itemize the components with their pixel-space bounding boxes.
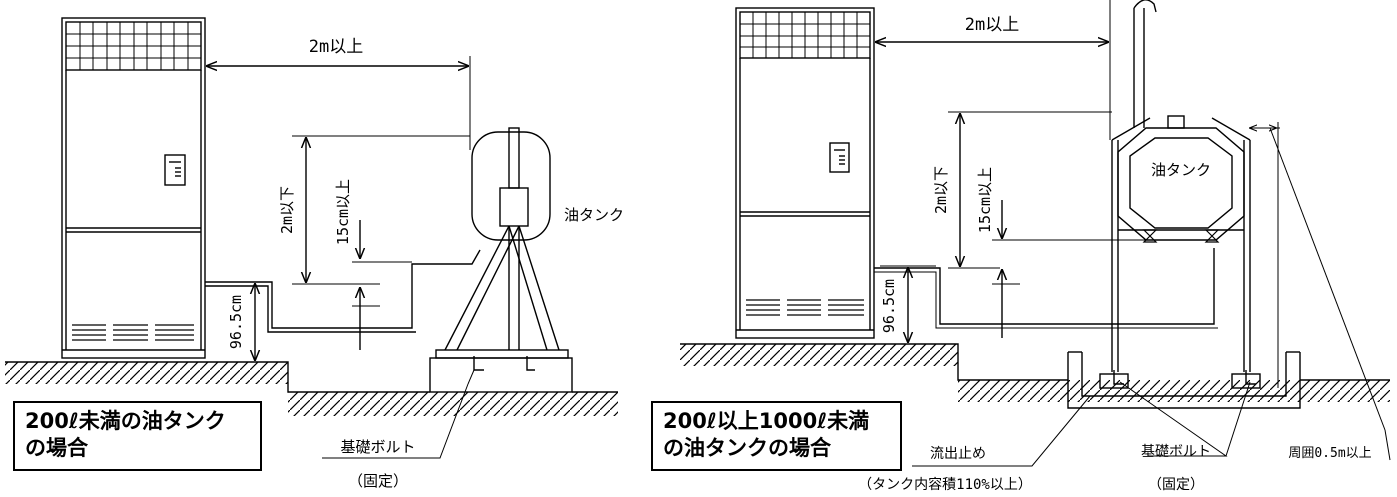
right-perimeter-label: 周囲0.5m以上: [1288, 446, 1371, 461]
left-dim-unit-height-text: 96.5cm: [227, 295, 245, 349]
left-caption-line1: 200ℓ未満の油タンク: [25, 409, 226, 433]
right-dike-label: 流出止め: [930, 446, 986, 462]
left-oil-tank: [471, 131, 551, 241]
right-caption-line1: 200ℓ以上1000ℓ未満: [663, 409, 870, 433]
right-dim-horizontal-text: 2m以上: [965, 15, 1019, 35]
left-ground: [5, 361, 618, 416]
left-diagram: [5, 17, 618, 459]
right-caption: 200ℓ以上1000ℓ未満 の油タンクの場合: [651, 401, 902, 471]
left-foundation: [429, 356, 573, 393]
right-ground: [680, 343, 1390, 402]
left-oil-pipe: [205, 249, 481, 329]
left-heater-unit: [61, 17, 206, 359]
right-dim-gap-text: 15cm以上: [976, 167, 994, 233]
left-tank-stand: [435, 127, 569, 359]
left-caption-line2: の場合: [25, 436, 88, 460]
left-bolt-note: （固定）: [348, 472, 408, 490]
right-caption-line2: の油タンクの場合: [663, 436, 831, 460]
right-bolt-note: （固定）: [1148, 477, 1204, 493]
right-tank-frame: [1111, 117, 1251, 372]
left-bolt-label: 基礎ボルト: [340, 438, 415, 456]
right-vent-pipe: [1133, 0, 1157, 128]
right-dike-note: （タンク内容積110%以上）: [858, 476, 1032, 493]
left-tank-label: 油タンク: [564, 206, 624, 224]
right-dim-height-text: 2m以下: [932, 166, 950, 214]
left-oil-pipe-inner: [205, 285, 416, 333]
right-diagram: [680, 0, 1391, 467]
right-dike-leader: [912, 395, 1091, 467]
right-heater-unit: [735, 7, 875, 339]
left-dim-gap-text: 15cm以上: [334, 179, 352, 245]
right-oil-pipe: [874, 248, 1215, 325]
right-bolt-label: 基礎ボルト: [1141, 443, 1211, 460]
right-dim-unit-height-text: 96.5cm: [880, 279, 898, 333]
right-tank-label: 油タンク: [1151, 161, 1211, 179]
left-dim-height-text: 2m以下: [278, 186, 296, 234]
left-bolt-leader: [322, 383, 469, 459]
right-valves: [1142, 229, 1220, 243]
right-dike: [1067, 351, 1301, 409]
left-caption: 200ℓ未満の油タンク の場合: [13, 401, 262, 471]
left-dim-horizontal-text: 2m以上: [309, 37, 363, 57]
